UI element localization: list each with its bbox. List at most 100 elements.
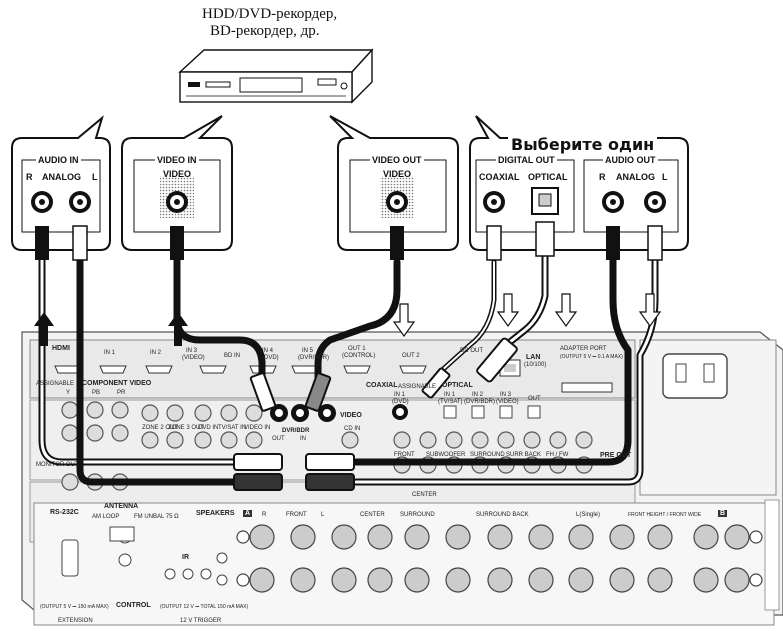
tvsat-in: TV/SAT IN	[218, 425, 247, 431]
dvrbdr-out: OUT	[272, 436, 285, 442]
rca-jack-audio-in-l	[69, 191, 91, 213]
rca-jack-audio-in-r	[31, 191, 53, 213]
hdmi-out1: OUT 1	[348, 346, 366, 352]
comp-pb: PB	[92, 390, 101, 396]
antenna-label: ANTENNA	[104, 503, 139, 510]
hdmi-in5: IN 5	[302, 348, 314, 354]
sp-surround-back: SURROUND BACK	[476, 512, 529, 518]
coax-in1-dvd: (DVD)	[392, 399, 409, 405]
hdmi-in1: IN 1	[104, 350, 116, 356]
sp-front: FRONT	[286, 512, 307, 518]
rca-jack-audio-out-l	[644, 191, 666, 213]
hdmi-out2: OUT 2	[402, 353, 420, 359]
adapter-port-spec: (OUTPUT 5 V ⎓ 0.1 A MAX)	[560, 354, 623, 360]
hdmi-label: HDMI	[52, 345, 70, 352]
hdmi-in2: IN 2	[150, 350, 162, 356]
speaker-terminals	[236, 524, 763, 593]
callout-video-in	[121, 115, 233, 251]
dc-out-label: DC OUT	[460, 348, 483, 354]
speakers-a: A	[243, 510, 253, 517]
component-video-label: COMPONENT VIDEO	[82, 380, 152, 387]
zone3-out: ZONE 3 OUT	[168, 425, 205, 431]
coaxial-assign-label: COAXIAL	[366, 382, 398, 389]
hdmi-in3-video: (VIDEO)	[182, 355, 205, 361]
comp-pr: PR	[117, 390, 126, 396]
control-jacks	[109, 526, 228, 586]
video-jacks-highlight	[270, 404, 336, 422]
hdmi-in3: IN 3	[186, 348, 198, 354]
monitor-out: MONITOR OUT	[36, 462, 79, 468]
audio-out-r: R	[599, 172, 606, 182]
opt-in2-dvrbdr: (DVR/BDR)	[464, 399, 495, 405]
audio-in-r: R	[26, 172, 33, 182]
pre-subwoofer: SUBWOOFER	[426, 452, 466, 458]
rca-jack-video-in	[166, 191, 188, 213]
video-in-title: VIDEO IN	[155, 155, 199, 165]
sp-surround: SURROUND	[400, 512, 435, 518]
audio-out-title: AUDIO OUT	[603, 155, 658, 165]
opt-in3: IN 3	[500, 392, 512, 398]
rca-jack-audio-out-r	[602, 191, 624, 213]
speakers-label: SPEAKERS	[196, 510, 235, 517]
pre-fh-fw: FH / FW	[546, 452, 569, 458]
fm-unbal-label: FM UNBAL 75 Ω	[134, 514, 179, 520]
audio-in-l: L	[92, 172, 98, 182]
cd-in: CD IN	[344, 426, 361, 432]
pre-front: FRONT	[394, 452, 415, 458]
optical-label: OPTICAL	[528, 172, 568, 182]
digital-out-title: DIGITAL OUT	[496, 155, 557, 165]
choose-one-label: Выберите один	[508, 135, 658, 154]
coaxial-assignable: ASSIGNABLE	[398, 384, 437, 390]
lan-speed: (10/100)	[524, 362, 547, 368]
hdmi-in4: IN 4	[262, 348, 274, 354]
rca-plugs-receiver	[233, 337, 518, 491]
video-out-title: VIDEO OUT	[370, 155, 424, 165]
coax-in1: IN 1	[394, 392, 406, 398]
trigger-spec: (OUTPUT 12 V ⎓ TOTAL 150 mA MAX)	[160, 604, 249, 610]
rs232c-port	[61, 539, 79, 577]
device-label-line1: HDD/DVD-рекордер,	[202, 6, 338, 22]
coaxial-input-jack	[392, 404, 408, 420]
audio-out-analog: ANALOG	[616, 172, 655, 182]
rca-plugs-top	[35, 221, 663, 261]
pre-surr-back: SURR BACK	[506, 452, 542, 458]
opt-in1-tvsat: (TV/SAT)	[438, 399, 463, 405]
dvrbdr-label: DVR/BDR	[282, 428, 310, 434]
direction-arrows	[34, 293, 662, 346]
comp-y: Y	[66, 390, 71, 396]
opt-in1: IN 1	[444, 392, 456, 398]
pre-out-label: PRE OUT	[600, 452, 632, 459]
callout-video-out	[329, 115, 459, 251]
opt-in3-video: (VIDEO)	[496, 399, 519, 405]
hdmi-out1-control: (CONTROL)	[342, 353, 376, 359]
lan-label: LAN	[526, 354, 541, 361]
hdmi-in5-dvrbdr: (DVR/BDR)	[298, 355, 329, 361]
rca-jack-coaxial-out	[483, 191, 505, 213]
audio-in-title: AUDIO IN	[36, 155, 81, 165]
sp-center: CENTER	[360, 512, 385, 518]
rs232c-label: RS-232C	[50, 509, 79, 516]
audio-out-l: L	[662, 172, 668, 182]
sp-l-single: L(Single)	[576, 512, 601, 518]
opt-out: OUT	[528, 396, 541, 402]
coaxial-label: COAXIAL	[479, 172, 520, 182]
hdmi-in4-dvd: (DVD)	[262, 355, 279, 361]
callout-audio-in	[11, 115, 111, 251]
sp-front-height-wide: FRONT HEIGHT / FRONT WIDE	[628, 512, 702, 518]
optical-jack-out	[531, 187, 559, 215]
am-loop-label: AM LOOP	[92, 514, 120, 520]
audio-in-analog: ANALOG	[42, 172, 81, 182]
ir-label: IR	[182, 554, 189, 561]
trigger-label: 12 V TRIGGER	[180, 618, 222, 624]
rca-jack-video-out	[386, 191, 408, 213]
dvd-in: DVD IN	[198, 425, 219, 431]
pre-center: CENTER	[412, 492, 437, 498]
device-label-line2: BD-рекордер, др.	[210, 23, 320, 39]
video-in-panel: VIDEO IN	[244, 425, 271, 431]
recorder-device	[178, 48, 374, 104]
optical-input-ports	[443, 405, 541, 419]
bd-in-label: BD IN	[224, 353, 241, 359]
extension-spec: (OUTPUT 5 V ⎓ 150 mA MAX)	[40, 604, 109, 610]
adapter-port-label: ADAPTER PORT	[560, 346, 607, 352]
dvrbdr-in: IN	[300, 436, 306, 442]
